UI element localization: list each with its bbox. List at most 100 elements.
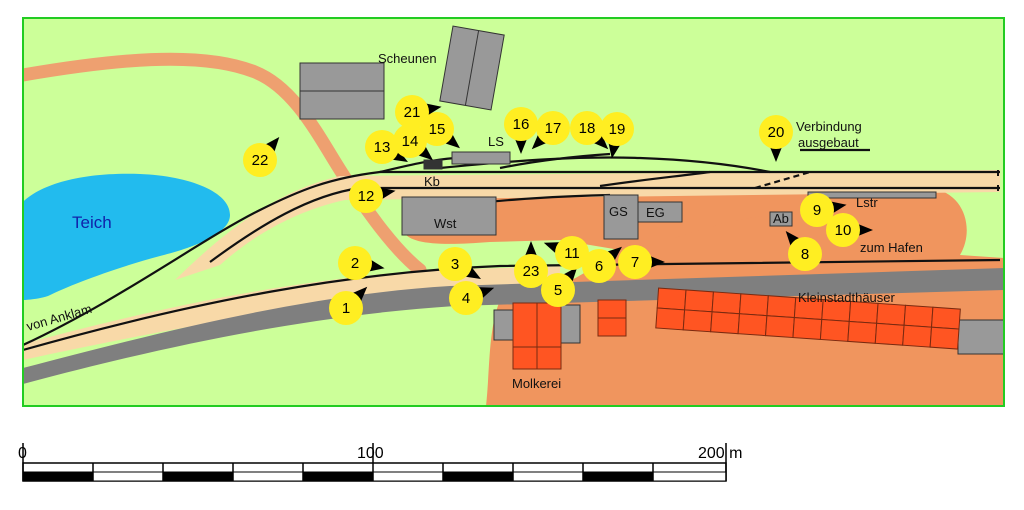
- marker-number: 3: [451, 256, 459, 273]
- viewpoint-marker-4: 4: [449, 281, 495, 315]
- label-wst: Wst: [434, 216, 457, 231]
- marker-circle: [800, 193, 834, 227]
- viewpoint-marker-14: 14: [393, 124, 433, 161]
- marker-circle: [420, 112, 454, 146]
- viewpoint-marker-6: 6: [582, 246, 622, 283]
- marker-circle: [536, 111, 570, 145]
- marker-number: 4: [462, 290, 470, 307]
- label-verbindung: Verbindung: [796, 119, 862, 134]
- viewpoint-marker-13: 13: [365, 130, 408, 164]
- label-molkerei: Molkerei: [512, 376, 561, 391]
- label-ausgebaut: ausgebaut: [798, 135, 859, 150]
- marker-circle: [600, 112, 634, 146]
- molkerei-blocks: [512, 299, 627, 370]
- scale-label-0: 0: [18, 445, 27, 462]
- viewpoint-marker-8: 8: [785, 231, 822, 271]
- marker-circle: [504, 107, 538, 141]
- label-ab: Ab: [773, 211, 789, 226]
- label-eg: EG: [646, 205, 665, 220]
- townhouses: [655, 287, 961, 350]
- marker-circle: [570, 111, 604, 145]
- viewpoint-marker-22: 22: [243, 137, 280, 177]
- viewpoint-marker-15: 15: [420, 112, 460, 149]
- viewpoint-marker-21: 21: [395, 95, 442, 129]
- marker-circle: [243, 143, 277, 177]
- marker-number: 17: [545, 120, 562, 137]
- viewpoint-marker-11: 11: [543, 236, 589, 270]
- workshop: [401, 196, 497, 236]
- field-path: [23, 52, 427, 277]
- marker-circle: [788, 237, 822, 271]
- viewpoint-marker-3: 3: [438, 247, 481, 281]
- marker-number: 18: [579, 120, 596, 137]
- label-kleinstadthaeuser: Kleinstadthäuser: [798, 290, 896, 305]
- marker-circle: [393, 124, 427, 158]
- scale-bar: 0 100 200 m: [18, 443, 742, 482]
- lstr-shed: [807, 191, 937, 199]
- marker-circle: [395, 95, 429, 129]
- viewpoint-marker-2: 2: [338, 246, 385, 280]
- marker-number: 9: [813, 202, 821, 219]
- marker-number: 22: [252, 152, 269, 169]
- marker-number: 12: [358, 188, 375, 205]
- molkerei-side-left: [493, 309, 515, 341]
- marker-circle: [329, 291, 363, 325]
- station-building: [637, 201, 683, 223]
- viewpoint-marker-10: 10: [826, 213, 873, 247]
- viewpoint-marker-19: 19: [600, 112, 634, 159]
- marker-number: 11: [564, 245, 580, 262]
- kb-box: [423, 159, 443, 170]
- label-zum-hafen: zum Hafen: [860, 240, 923, 255]
- marker-number: 20: [768, 124, 785, 141]
- viewpoint-marker-17: 17: [531, 111, 570, 150]
- marker-circle: [582, 249, 616, 283]
- marker-number: 13: [374, 139, 391, 156]
- marker-circle: [449, 281, 483, 315]
- loading-shed: [451, 151, 511, 165]
- scale-label-200: 200 m: [698, 445, 742, 462]
- viewpoint-marker-5: 5: [541, 267, 578, 307]
- marker-number: 8: [801, 246, 809, 263]
- marker-circle: [365, 130, 399, 164]
- viewpoint-marker-12: 12: [349, 179, 396, 213]
- marker-number: 15: [429, 121, 446, 138]
- scale-label-100: 100: [357, 445, 384, 462]
- viewpoint-marker-9: 9: [800, 193, 847, 227]
- molkerei-side-right: [559, 304, 581, 344]
- marker-circle: [759, 115, 793, 149]
- buildings: [299, 25, 1004, 355]
- marker-circle: [338, 246, 372, 280]
- label-lstr: Lstr: [856, 195, 878, 210]
- marker-number: 10: [835, 222, 852, 239]
- marker-circle: [555, 236, 589, 270]
- marker-number: 16: [513, 116, 530, 133]
- marker-number: 5: [554, 282, 562, 299]
- marker-circle: [618, 245, 652, 279]
- label-teich: Teich: [72, 213, 112, 232]
- marker-circle: [541, 273, 575, 307]
- marker-number: 21: [404, 104, 421, 121]
- map-frame: [22, 17, 1005, 407]
- house-east: [957, 319, 1004, 355]
- marker-number: 2: [351, 255, 359, 272]
- pond: [23, 173, 230, 300]
- marker-circle: [438, 247, 472, 281]
- viewpoint-marker-20: 20: [759, 115, 793, 162]
- marker-circle: [514, 254, 548, 288]
- label-gs: GS: [609, 204, 628, 219]
- marker-number: 6: [595, 258, 603, 275]
- viewpoint-marker-1: 1: [329, 286, 368, 325]
- goods-shed: [603, 194, 639, 240]
- signal-box-ab: [769, 211, 793, 227]
- marker-number: 7: [631, 254, 639, 271]
- marker-number: 14: [402, 133, 419, 150]
- label-ls: LS: [488, 134, 504, 149]
- label-kb: Kb: [424, 174, 440, 189]
- viewpoint-marker-16: 16: [504, 107, 538, 154]
- label-scheunen: Scheunen: [378, 51, 437, 66]
- viewpoint-marker-23: 23: [514, 241, 548, 288]
- viewpoint-marker-7: 7: [618, 245, 665, 279]
- marker-circle: [826, 213, 860, 247]
